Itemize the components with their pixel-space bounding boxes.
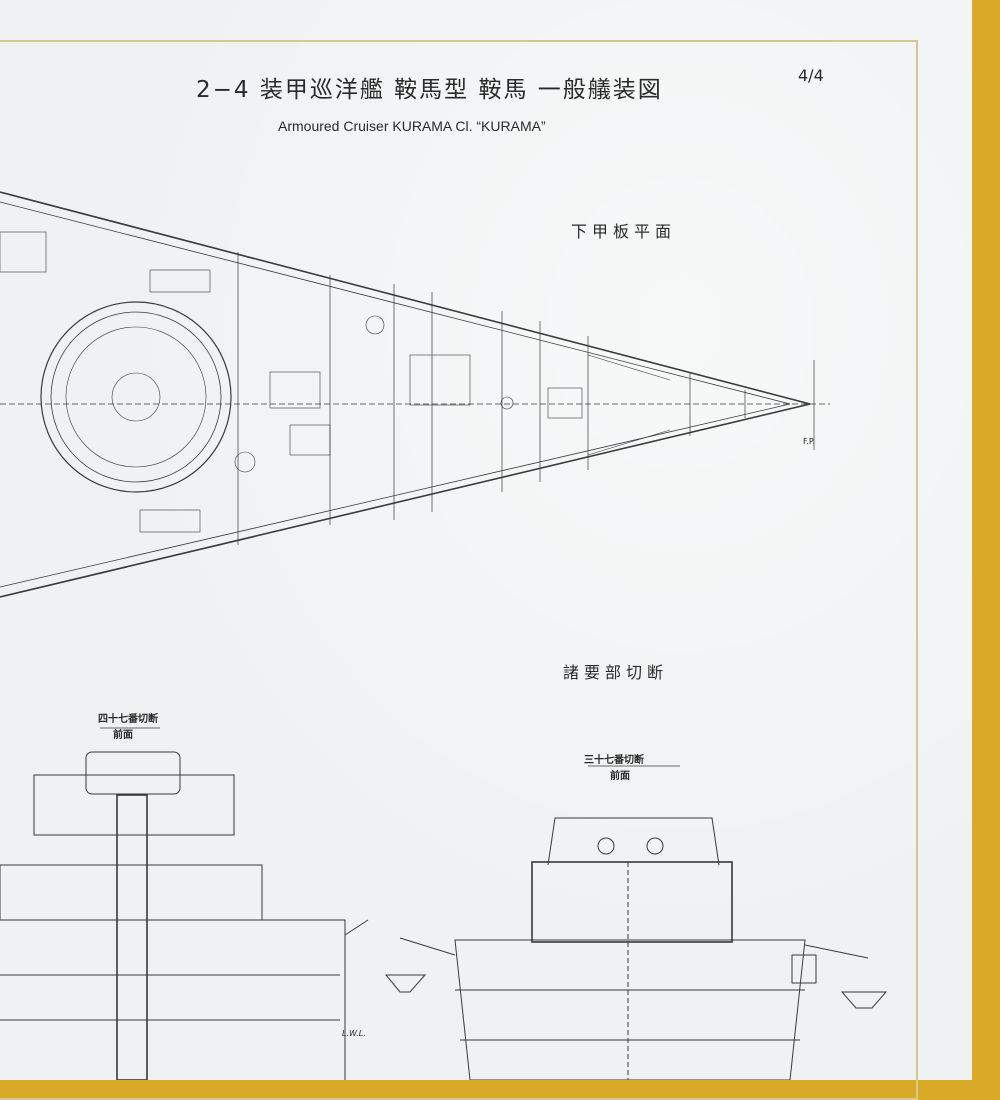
left-section-frame-title: 四十七番切断 — [98, 714, 158, 725]
bulkheads — [237, 252, 746, 545]
drawing-subtitle-english: Armoured Cruiser KURAMA Cl. “KURAMA” — [278, 118, 546, 134]
centerline — [0, 360, 830, 450]
right-section-facing: 前面 — [610, 771, 630, 782]
left-section-drawing — [0, 727, 369, 1080]
drawing-title: 2−4 装甲巡洋艦 鞍馬型 鞍馬 一般艤装図 — [196, 77, 663, 103]
hull-outline — [0, 191, 811, 598]
deck-plan-drawing — [0, 191, 888, 1080]
forward-perpendicular-marker: F.P. — [803, 437, 815, 446]
left-section-facing: 前面 — [113, 730, 133, 741]
lower-deck-plan-label: 下甲板平面 — [571, 222, 677, 241]
right-section-frame-title: 三十七番切断 — [584, 755, 644, 766]
right-section-drawing — [384, 765, 888, 1080]
compartments — [0, 231, 671, 533]
waterline-marker: L.W.L. — [342, 1029, 366, 1038]
turret-barbette — [40, 301, 232, 493]
page-fraction: 4/4 — [798, 66, 824, 85]
drawing-sheet: 2−4 装甲巡洋艦 鞍馬型 鞍馬 一般艤装図 4/4 Armoured Crui… — [0, 0, 972, 1100]
sections-label: 諸要部切断 — [563, 663, 669, 682]
